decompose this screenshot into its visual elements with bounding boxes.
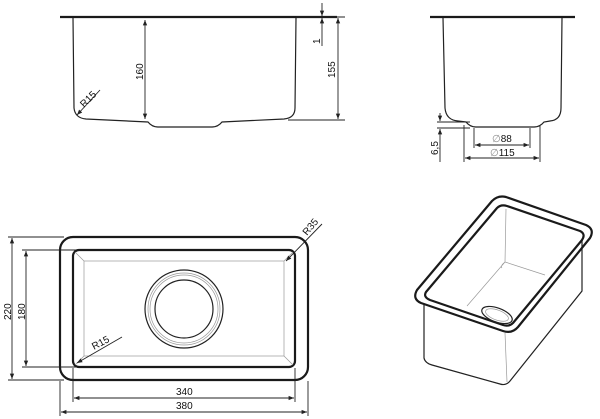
corner-line xyxy=(74,251,85,262)
dim-220-label: 220 xyxy=(3,303,14,320)
diameter-symbol: ∅ xyxy=(490,148,499,159)
bowl-inner-edges xyxy=(466,208,546,307)
bowl-profile xyxy=(72,17,297,128)
dim-115-label: ∅115 xyxy=(490,148,515,159)
dim-115-value: 115 xyxy=(499,148,515,159)
dim-88-value: 88 xyxy=(501,134,513,145)
drain-inner xyxy=(154,279,214,339)
r15-leader xyxy=(76,89,101,116)
body-edge xyxy=(423,240,583,386)
drain-ring xyxy=(147,272,221,346)
bowl-profile xyxy=(442,17,563,128)
corner-line xyxy=(283,355,294,366)
dim-380-label: 380 xyxy=(176,401,193,412)
inner-bowl xyxy=(71,248,297,369)
drain-hole xyxy=(481,305,513,325)
side-view: 6,5 ∅88 ∅115 xyxy=(430,15,575,162)
dim-88-label: ∅88 xyxy=(492,134,512,145)
diameter-symbol: ∅ xyxy=(492,134,501,145)
dim-180-label: 180 xyxy=(17,303,28,320)
isometric-view xyxy=(414,195,593,386)
front-view: 160 1 155 R15 xyxy=(60,3,345,128)
drain-outer xyxy=(144,269,224,349)
top-view: 220 180 340 380 R35 R15 xyxy=(3,216,323,416)
dim-6-5-label: 6,5 xyxy=(430,141,441,155)
dim-340-label: 340 xyxy=(176,387,193,398)
dim-160-label: 160 xyxy=(135,63,146,80)
drain-inner xyxy=(485,308,509,322)
corner-line xyxy=(74,355,85,366)
drain-ring xyxy=(149,274,219,344)
outer-rim xyxy=(58,235,310,382)
outer-rim xyxy=(414,195,593,333)
dim-155-label: 155 xyxy=(327,61,338,78)
r15-leader xyxy=(76,336,123,364)
bowl-floor xyxy=(83,260,285,357)
r15-label: R15 xyxy=(78,89,99,110)
dim-1-label: 1 xyxy=(312,38,323,44)
body-corner xyxy=(504,332,508,383)
r35-label: R35 xyxy=(301,216,322,237)
inner-rim xyxy=(424,204,585,327)
r15-label: R15 xyxy=(90,334,112,353)
r35-leader xyxy=(285,223,323,262)
corner-line xyxy=(283,251,294,262)
